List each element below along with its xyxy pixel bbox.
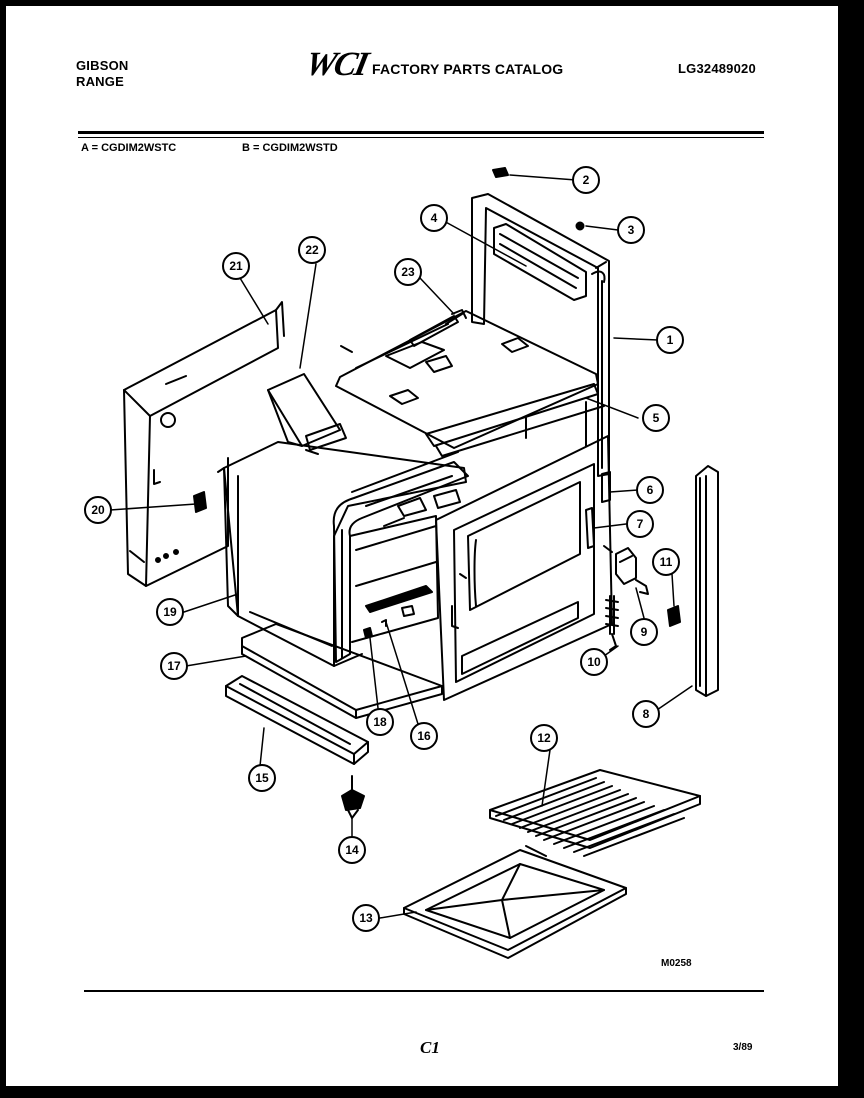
callout-number: 4 [431,211,438,225]
exploded-parts-diagram: 2 3 4 1 5 6 7 11 9 10 8 12 13 14 15 16 1… [84,166,719,959]
callout-number: 11 [660,555,673,569]
brand-block: GIBSON RANGE [76,58,128,90]
catalog-number: LG32489020 [678,61,756,76]
callout-17 [160,652,188,680]
callout-18 [366,708,394,736]
product-type: RANGE [76,74,124,89]
front-face-frame [435,435,613,701]
part-16-bracket [401,605,415,617]
oven-front-opening [332,451,469,663]
part-15-trim-strip [225,675,369,765]
part-11-clip [667,605,681,627]
callout-12 [530,724,558,752]
callout-22 [298,236,326,264]
callout-number: 12 [537,731,551,745]
date-code: 3/89 [733,1042,753,1053]
part-2-clip [492,167,509,178]
callout-5 [642,404,670,432]
part-20-bracket [193,491,207,513]
callout-2 [572,166,600,194]
part-4-vent [493,223,587,301]
callout-number: 7 [637,517,644,531]
callout-number: 10 [587,655,601,669]
header-rule [78,131,764,134]
callout-3 [617,216,645,244]
callout-number: 1 [667,333,674,347]
callout-number: 8 [643,707,650,721]
callout-number: 22 [305,243,319,257]
part-23-rail [409,309,467,347]
callout-8 [632,700,660,728]
footer-rule [84,990,764,992]
callout-number: 21 [229,259,243,273]
callout-number: 16 [417,729,431,743]
part-10-spring [605,595,619,651]
callout-number: 18 [373,715,387,729]
callout-7 [626,510,654,538]
callout-number: 2 [583,173,590,187]
callout-15 [248,764,276,792]
part-22-deflector [267,373,347,451]
part-12-oven-rack [489,769,701,857]
callout-number: 23 [401,265,415,279]
parts-catalog-page: GIBSON RANGE WCI FACTORY PARTS CATALOG L… [6,6,838,1086]
callout-number: 14 [345,843,359,857]
callout-number: 19 [163,605,177,619]
part-3-screw [575,221,585,231]
model-b-label: B = CGDIM2WSTD [242,142,338,154]
callout-number: 9 [641,625,648,639]
brand-name: GIBSON [76,58,129,73]
catalog-title: FACTORY PARTS CATALOG [372,61,564,77]
model-a-label: A = CGDIM2WSTC [81,142,177,154]
oven-top-panel [335,310,599,449]
oven-interior [349,489,461,643]
callout-23 [394,258,422,286]
callout-number: 5 [653,411,660,425]
diagram-code: M0258 [661,958,692,969]
callout-bubbles [84,166,684,932]
part-18-pin [363,619,387,639]
part-13-broiler-pan [403,849,627,959]
callout-number: 3 [628,223,635,237]
callout-number: 17 [167,659,181,673]
callout-10 [580,648,608,676]
callout-number: 6 [647,483,654,497]
part-1-back-frame [471,193,610,477]
page-code: C1 [420,1038,440,1057]
callout-11 [652,548,680,576]
callout-numbers: 2 3 4 1 5 6 7 11 9 10 8 12 13 14 15 16 1… [91,173,673,925]
part-21-side-panel [123,301,285,587]
callout-number: 20 [91,503,105,517]
part-7-hinge [585,507,595,549]
part-14-leveling-leg [341,775,365,819]
part-8-side-trim [695,465,719,697]
callout-14 [338,836,366,864]
callout-19 [156,598,184,626]
callout-number: 13 [359,911,373,925]
callout-21 [222,252,250,280]
part-9-latch [603,545,649,595]
callout-6 [636,476,664,504]
callout-13 [352,904,380,932]
callout-9 [630,618,658,646]
callout-4 [420,204,448,232]
header-rule-thin [78,137,764,138]
part-6-gasket [601,471,611,503]
callout-1 [656,326,684,354]
callout-20 [84,496,112,524]
callout-number: 15 [255,771,269,785]
part-5-front-trim [425,383,605,457]
callout-16 [410,722,438,750]
callout-leaders [109,174,693,919]
